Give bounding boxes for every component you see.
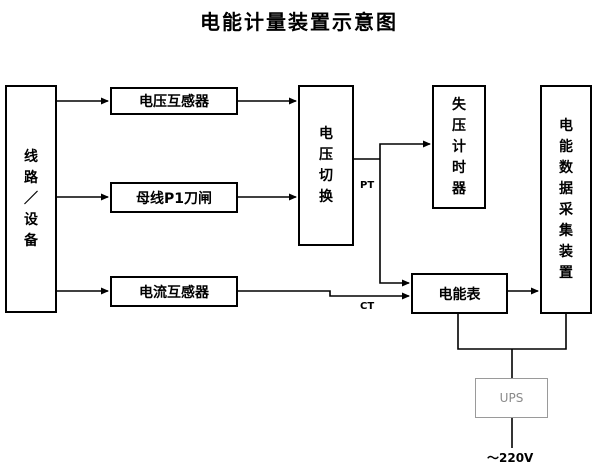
ups-block: UPS <box>475 378 548 418</box>
loss-timer-label: 失压计时器 <box>452 96 466 197</box>
data-collector-label: 电能数据采集装置 <box>559 117 573 281</box>
arrow-pt-to-loss-timer <box>379 140 431 159</box>
busbar-switch-block: 母线P1刀闸 <box>110 182 238 213</box>
loss-timer-block: 失压计时器 <box>432 85 486 209</box>
meter-label: 电能表 <box>438 286 481 303</box>
line-device-label: 线路／设备 <box>24 148 38 249</box>
diagram-title: 电能计量装置示意图 <box>200 10 398 34</box>
meter-block: 电能表 <box>411 273 508 314</box>
ups-supply-line <box>457 314 567 350</box>
arrow-ct-to-meter <box>238 290 410 300</box>
busbar-switch-label: 母线P1刀闸 <box>135 190 212 207</box>
voltage-switch-label: 电压切换 <box>319 125 333 205</box>
ups-label: UPS <box>499 391 524 405</box>
voltage-transformer-label: 电压互感器 <box>139 94 209 110</box>
current-transformer-block: 电流互感器 <box>110 276 238 307</box>
pt-label: PT <box>360 180 375 191</box>
data-collector-block: 电能数据采集装置 <box>540 85 592 314</box>
voltage-transformer-block: 电压互感器 <box>110 87 238 115</box>
ct-label: CT <box>360 301 375 312</box>
current-transformer-label: 电流互感器 <box>139 284 209 301</box>
power-supply-label: ～220V <box>487 451 534 465</box>
voltage-switch-block: 电压切换 <box>298 85 354 246</box>
arrow-pt-to-meter <box>379 159 410 287</box>
line-device-block: 线路／设备 <box>5 85 57 313</box>
